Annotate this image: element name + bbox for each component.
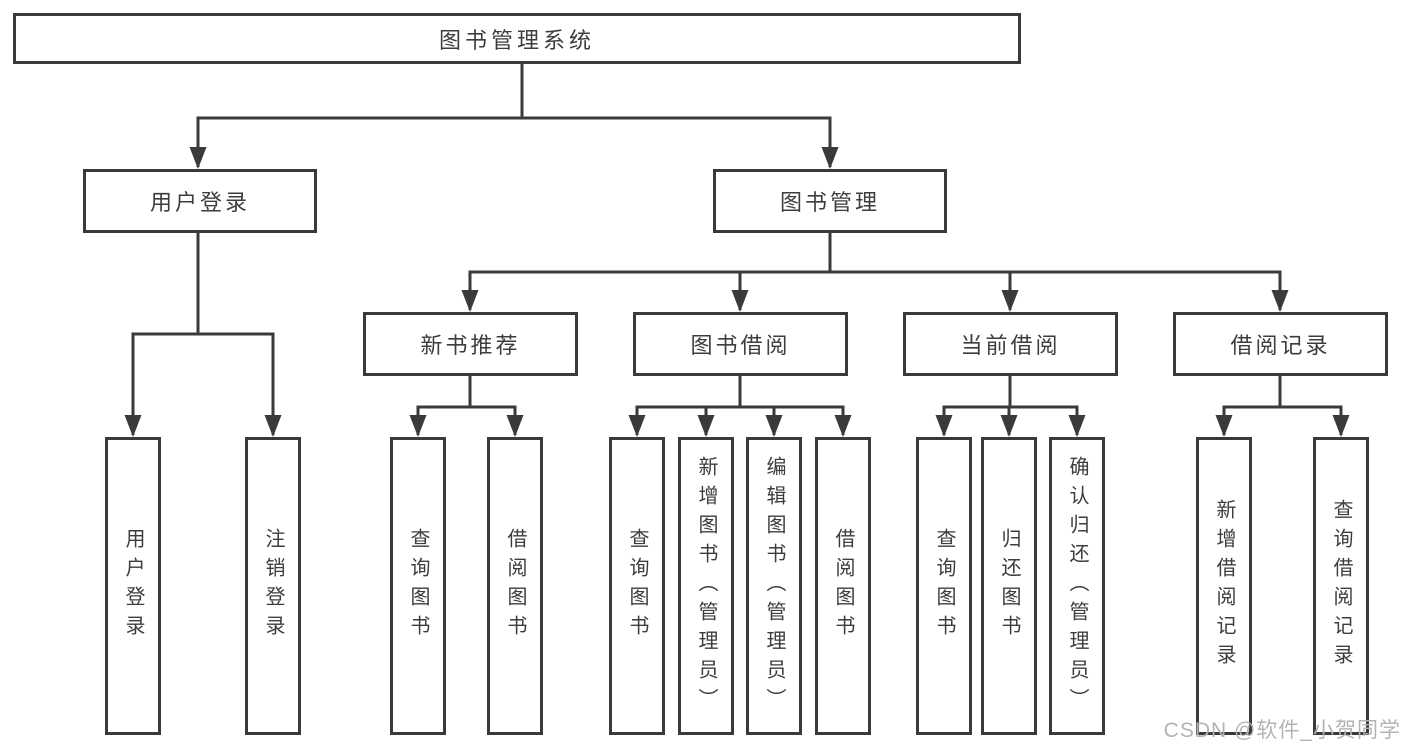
node-library-management-system: 图书管理系统: [13, 13, 1021, 64]
node-query-books-borrowing: 查询图书: [609, 437, 665, 735]
branch-user-login: [124, 233, 282, 437]
arrow-down-icon: [935, 415, 953, 437]
arrow-down-icon: [697, 415, 715, 437]
node-new-book-recommendation: 新书推荐: [363, 312, 578, 376]
branch-book-borrowing: [628, 376, 852, 437]
node-query-books-current: 查询图书: [916, 437, 972, 735]
arrow-down-icon: [1068, 415, 1086, 437]
arrow-down-icon: [1000, 415, 1018, 437]
node-add-books-admin: 新增图书（管理员）: [678, 437, 734, 735]
node-query-borrow-record: 查询借阅记录: [1313, 437, 1369, 735]
node-book-management: 图书管理: [713, 169, 947, 233]
node-confirm-return-admin: 确认归还（管理员）: [1049, 437, 1105, 735]
branch-root: [189, 64, 839, 169]
arrow-down-icon: [189, 147, 207, 169]
arrow-down-icon: [1271, 290, 1289, 312]
node-edit-books-admin: 编辑图书（管理员）: [746, 437, 802, 735]
node-borrow-books-recommend: 借阅图书: [487, 437, 543, 735]
node-add-borrow-record: 新增借阅记录: [1196, 437, 1252, 735]
node-borrowing-records: 借阅记录: [1173, 312, 1388, 376]
arrow-down-icon: [264, 415, 282, 437]
branch-current-borrowing: [935, 376, 1086, 437]
arrow-down-icon: [821, 147, 839, 169]
arrow-down-icon: [409, 415, 427, 437]
branch-book-management: [461, 233, 1289, 312]
branch-new-book-recommendation: [409, 376, 524, 437]
arrow-down-icon: [461, 290, 479, 312]
arrow-down-icon: [1001, 290, 1019, 312]
node-query-books-recommend: 查询图书: [390, 437, 446, 735]
node-return-books: 归还图书: [981, 437, 1037, 735]
arrow-down-icon: [731, 290, 749, 312]
arrow-down-icon: [124, 415, 142, 437]
arrow-down-icon: [1215, 415, 1233, 437]
arrow-down-icon: [1332, 415, 1350, 437]
arrow-down-icon: [834, 415, 852, 437]
arrow-down-icon: [765, 415, 783, 437]
arrow-down-icon: [628, 415, 646, 437]
arrow-down-icon: [506, 415, 524, 437]
node-logout: 注销登录: [245, 437, 301, 735]
branch-borrowing-records: [1215, 376, 1350, 437]
node-user-login-leaf: 用户登录: [105, 437, 161, 735]
node-current-borrowing: 当前借阅: [903, 312, 1118, 376]
node-user-login: 用户登录: [83, 169, 317, 233]
node-book-borrowing: 图书借阅: [633, 312, 848, 376]
node-borrow-books-borrowing: 借阅图书: [815, 437, 871, 735]
